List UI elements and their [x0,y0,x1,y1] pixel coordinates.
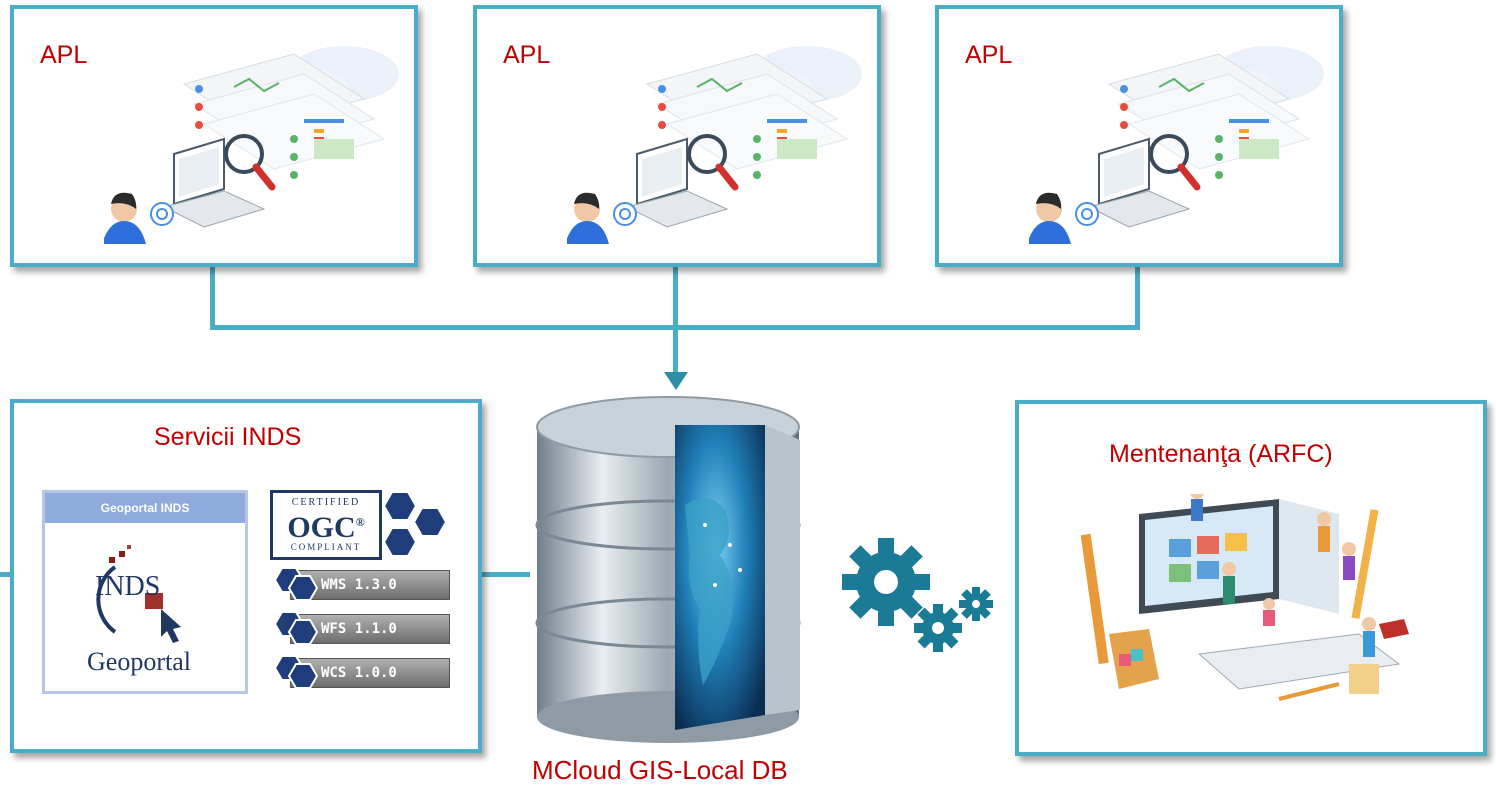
connector-apl2-down [673,266,678,330]
connector-services-db [480,572,530,577]
ogc-name-text: OGC [287,511,356,544]
database-caption: MCloud GIS-Local DB [532,755,788,785]
apl-title: APL [965,41,1013,69]
database-globe-icon [535,396,801,743]
geoportal-card: Geoportal INDS INDS Geoportal [42,490,248,694]
wms-service-bar: WMS 1.3.0 [290,570,450,600]
arrow-down-icon [664,372,688,390]
maintenance-box: Mentenanţa (ARFC) [1015,400,1487,756]
apl-title: APL [40,41,88,69]
hexagon-icon [274,611,318,645]
wfs-service-bar: WFS 1.1.0 [290,614,450,644]
connector-to-db [673,325,678,375]
gears-icon [842,538,993,652]
maintenance-title: Mentenanţa (ARFC) [1109,440,1333,468]
ogc-name: OGC® [273,508,379,544]
geoportal-header: Geoportal INDS [45,493,245,523]
geoportal-subtitle: Geoportal [87,647,191,676]
geoportal-logo-icon [96,545,181,643]
hexagon-icon [274,655,318,689]
hexagon-icon [274,567,318,601]
apl-box-1: APL [10,5,418,267]
geoportal-logo-text: INDS [95,571,161,602]
ogc-registered-mark: ® [355,515,365,529]
maintenance-team-illustration [1080,494,1409,701]
ogc-badge: CERTIFIED OGC® COMPLIANT [270,490,382,560]
connector-left-edge [0,572,12,577]
connector-apl1-down [210,266,215,330]
hexagon-cluster-icon [382,491,448,557]
apl-box-3: APL [935,5,1343,267]
analytics-illustration [104,46,399,244]
wcs-service-bar: WCS 1.0.0 [290,658,450,688]
apl-box-2: APL [473,5,881,267]
apl-title: APL [503,41,551,69]
services-title: Servicii INDS [154,423,302,451]
analytics-illustration [567,46,862,244]
connector-apl3-down [1135,266,1140,330]
analytics-illustration [1029,46,1324,244]
ogc-certified-label: CERTIFIED [291,497,361,508]
ogc-compliant-label: COMPLIANT [290,542,362,552]
